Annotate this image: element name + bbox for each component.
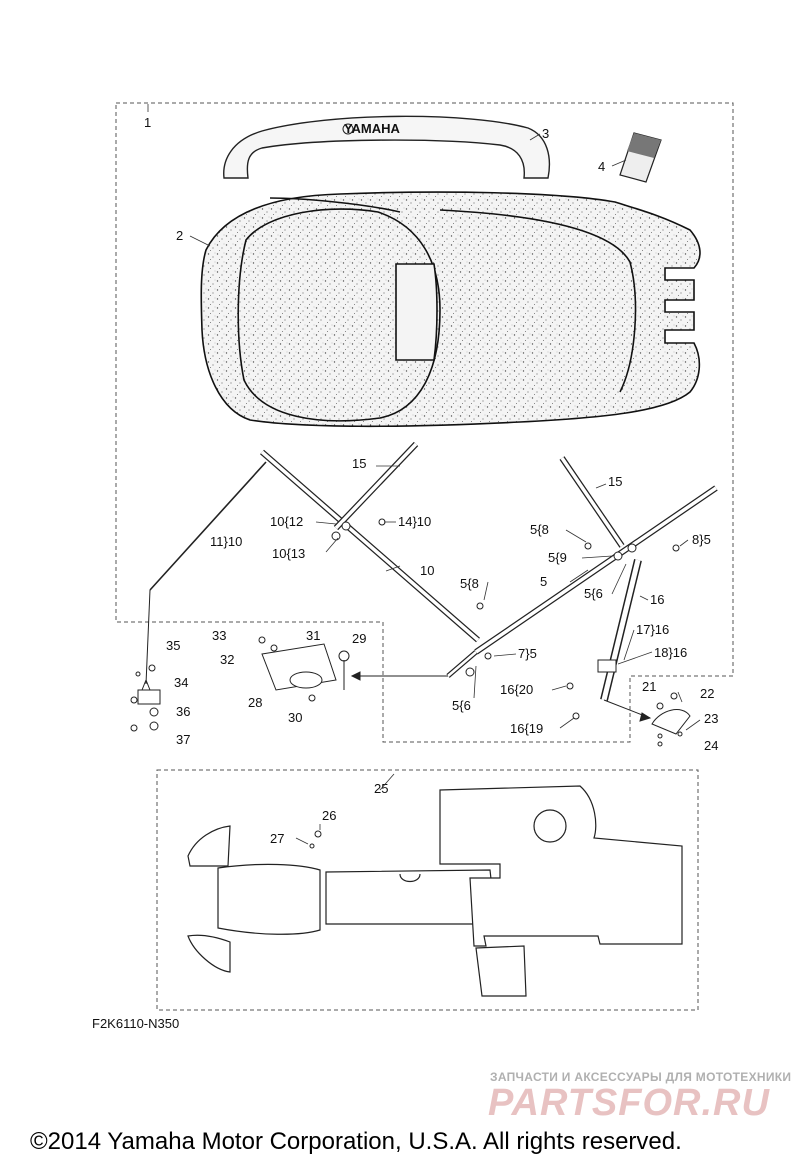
callout-17-16: 17}16 <box>636 622 669 637</box>
seat-assembly <box>200 191 701 428</box>
callout-5-9: 5{9 <box>548 550 567 565</box>
callout-16-20: 16{20 <box>500 682 533 697</box>
callout-21: 21 <box>642 679 656 694</box>
callout-34: 34 <box>174 675 188 690</box>
callout-10-12: 10{12 <box>270 514 303 529</box>
callout-32: 32 <box>220 652 234 667</box>
bimini-poles <box>141 441 718 722</box>
callout-23: 23 <box>704 711 718 726</box>
callout-16-19: 16{19 <box>510 721 543 736</box>
callout-8-5: 8}5 <box>692 532 711 547</box>
dashed-region-upper <box>115 102 734 743</box>
callout-3: 3 <box>542 126 549 141</box>
callout-7-5: 7}5 <box>518 646 537 661</box>
callout-4: 4 <box>598 159 605 174</box>
watermark-tagline: ЗАПЧАСТИ И АКСЕССУАРЫ ДЛЯ МОТОТЕХНИКИ <box>490 1070 792 1084</box>
callout-16: 16 <box>650 592 664 607</box>
callout-26: 26 <box>322 808 336 823</box>
callout-5-6-upper: 5{6 <box>584 586 603 601</box>
callout-5-8-lower: 5{8 <box>460 576 479 591</box>
callout-10: 10 <box>420 563 434 578</box>
copyright-notice: ©2014 Yamaha Motor Corporation, U.S.A. A… <box>30 1128 682 1155</box>
callout-5-6-lower: 5{6 <box>452 698 471 713</box>
callout-29: 29 <box>352 631 366 646</box>
callout-14-10: 14}10 <box>398 514 431 529</box>
decal <box>619 132 662 183</box>
callout-2: 2 <box>176 228 183 243</box>
callout-27: 27 <box>270 831 284 846</box>
callout-22: 22 <box>700 686 714 701</box>
callout-15-left: 15 <box>352 456 366 471</box>
callout-18-16: 18}16 <box>654 645 687 660</box>
callout-36: 36 <box>176 704 190 719</box>
callout-37: 37 <box>176 732 190 747</box>
brand-mark: YAMAHA <box>344 121 400 136</box>
callout-30: 30 <box>288 710 302 725</box>
watermark-brand: PARTSFOR.RU <box>488 1082 770 1124</box>
callout-33: 33 <box>212 628 226 643</box>
callouts: 1 2 3 4 15 15 10{12 14}10 10{13 11}10 10… <box>144 115 718 846</box>
callout-1: 1 <box>144 115 151 130</box>
grab-handle: YAMAHA <box>223 115 551 179</box>
callout-15-right: 15 <box>608 474 622 489</box>
callout-28: 28 <box>248 695 262 710</box>
hardware <box>130 518 691 849</box>
leader-lines <box>147 104 701 845</box>
figure-code: F2K6110-N350 <box>92 1016 180 1031</box>
callout-35: 35 <box>166 638 180 653</box>
callout-31: 31 <box>306 628 320 643</box>
callout-5-8-upper: 5{8 <box>530 522 549 537</box>
callout-10-13: 10{13 <box>272 546 305 561</box>
callout-11-10: 11}10 <box>210 534 242 549</box>
dashed-region-mats <box>156 769 699 1011</box>
callout-5: 5 <box>540 574 547 589</box>
floor-mats <box>187 785 683 997</box>
callout-24: 24 <box>704 738 718 753</box>
